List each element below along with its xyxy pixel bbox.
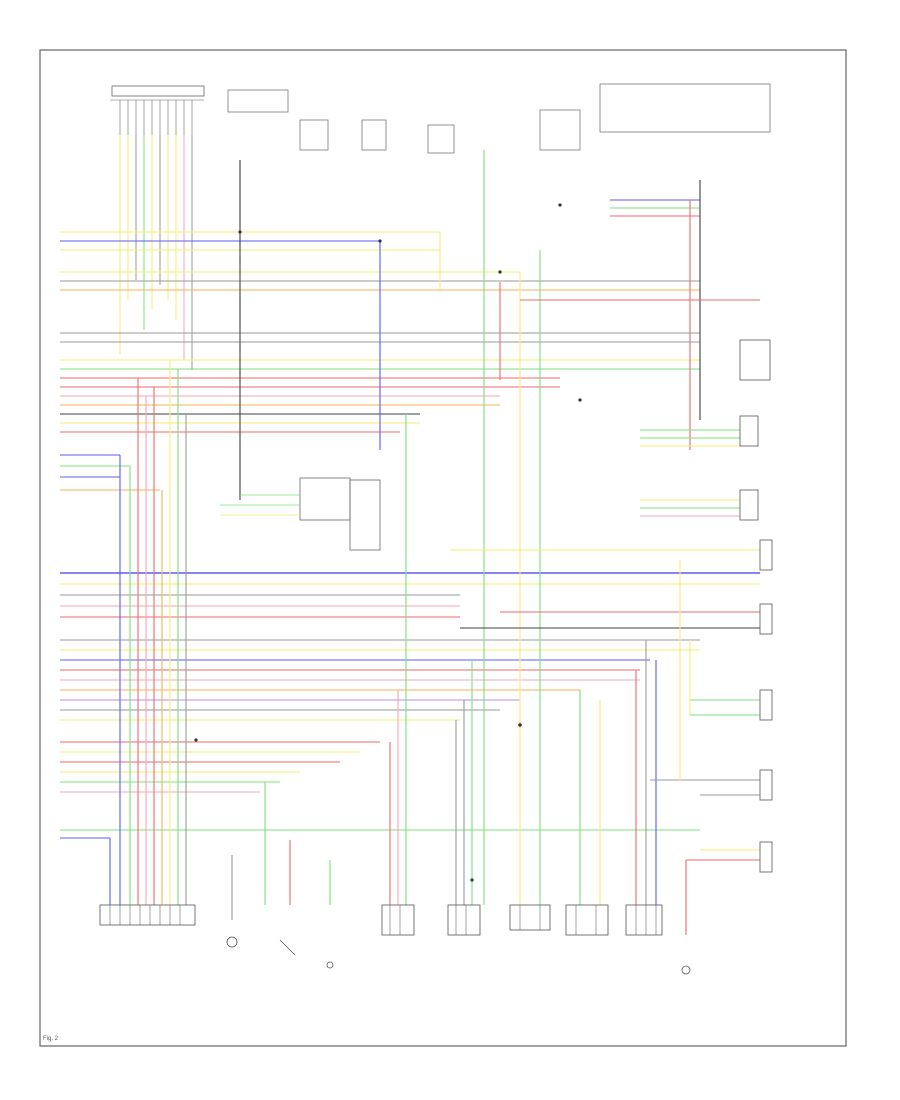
bottom-components	[99, 904, 691, 975]
right-components	[739, 339, 773, 873]
junction-dots	[194, 203, 582, 882]
center-relay-box	[220, 477, 381, 551]
vertical-bundle-left	[119, 135, 193, 370]
figure-reference: Fig. 2	[43, 1036, 59, 1042]
horizontal-wires	[60, 231, 760, 839]
vertical-drops	[109, 150, 687, 935]
diagram-frame	[39, 49, 847, 1047]
fuse-box-top	[227, 83, 771, 154]
bottom-connector-pins	[109, 905, 657, 935]
right-component-wires	[450, 180, 760, 861]
top-connector-block	[110, 85, 205, 135]
